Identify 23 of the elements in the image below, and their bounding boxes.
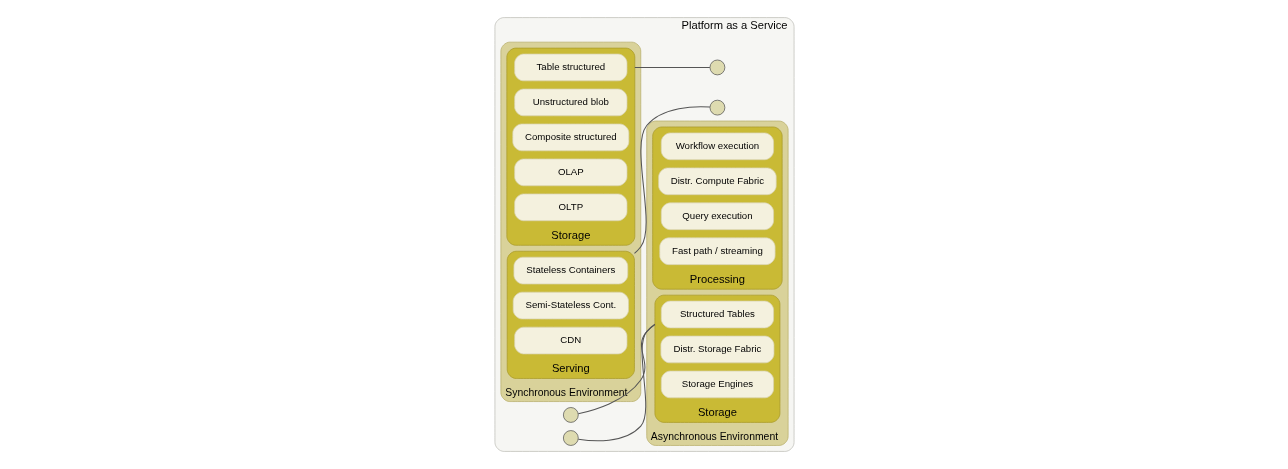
node-box: OLTP	[513, 193, 627, 222]
node-box: Stateless Containers	[513, 256, 628, 285]
node-box: Query execution	[660, 202, 774, 231]
node-box: Unstructured blob	[513, 88, 627, 117]
node-circle	[709, 99, 725, 116]
node-box: Distr. Compute Fabric	[657, 167, 777, 196]
connector	[633, 106, 710, 254]
node-box: OLAP	[513, 158, 627, 187]
connector	[577, 324, 655, 415]
node-circle	[562, 430, 579, 446]
node-box: Semi-Stateless Cont.	[512, 291, 629, 320]
node-box: Storage Engines	[660, 370, 774, 399]
node-box: Workflow execution	[660, 132, 774, 161]
node-box: Distr. Storage Fabric	[660, 335, 774, 364]
node-box: Fast path / streaming	[658, 237, 775, 265]
node-box: Table structured	[513, 53, 627, 82]
node-box: Composite structured	[511, 123, 629, 152]
node-box: Structured Tables	[660, 300, 774, 329]
connector	[577, 323, 655, 442]
node-circle	[709, 59, 725, 76]
node-circle	[562, 407, 579, 423]
connector	[633, 66, 710, 68]
node-box: CDN	[513, 326, 627, 355]
